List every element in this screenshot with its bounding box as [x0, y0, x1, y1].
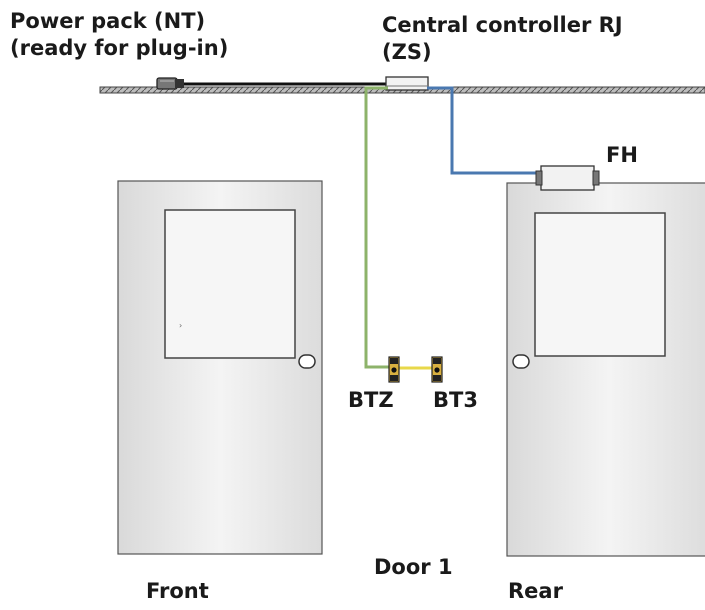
- btz-label: BTZ: [348, 388, 394, 412]
- bt3-button: [431, 356, 443, 383]
- power-pack-label-line2: (ready for plug-in): [10, 36, 229, 60]
- power-pack-label-line1: Power pack (NT): [10, 9, 206, 33]
- rear-label: Rear: [508, 579, 563, 603]
- front-door: ›: [117, 180, 323, 555]
- front-label: Front: [146, 579, 209, 603]
- fh-label: FH: [606, 143, 638, 167]
- fh-box: [535, 165, 600, 191]
- central-controller-box: [385, 76, 429, 91]
- front-door-handle: [298, 354, 316, 369]
- btz-button: [388, 356, 400, 383]
- controller-label: Central controller RJ (ZS): [382, 12, 623, 66]
- svg-text:›: ›: [179, 321, 182, 330]
- controller-label-line1: Central controller RJ: [382, 13, 623, 37]
- rear-door: [506, 182, 705, 557]
- rear-door-handle: [512, 354, 530, 369]
- door-label: Door 1: [374, 555, 453, 579]
- power-pack-icon: [156, 77, 184, 90]
- power-pack-label: Power pack (NT) (ready for plug-in): [10, 8, 228, 62]
- blue-wire: [427, 86, 541, 175]
- bt3-label: BT3: [433, 388, 478, 412]
- green-wire: [364, 86, 391, 369]
- controller-label-line2: (ZS): [382, 40, 432, 64]
